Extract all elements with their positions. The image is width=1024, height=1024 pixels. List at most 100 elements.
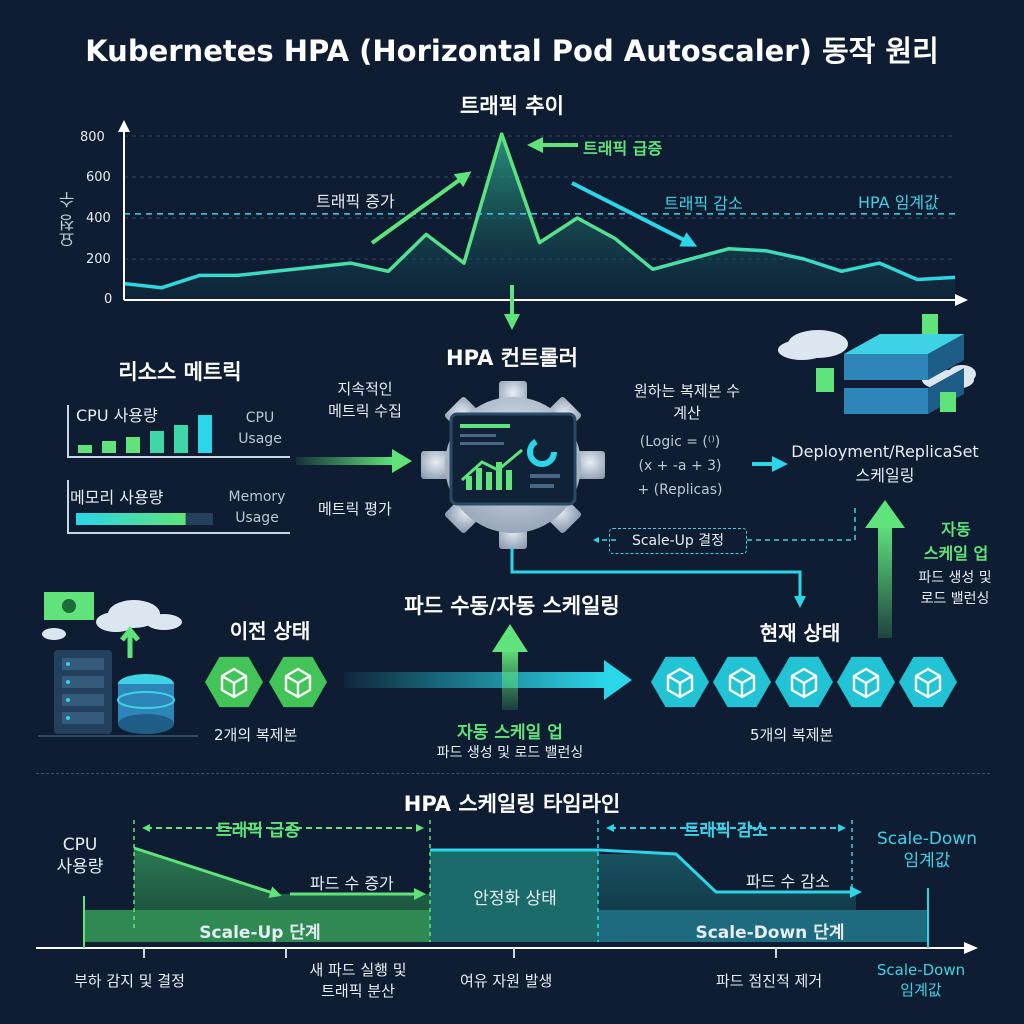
before-pods	[204, 652, 332, 716]
evaluate-label: 메트릭 평가	[318, 500, 392, 518]
milestone-threshold-1: Scale-Down	[876, 961, 966, 979]
cpu-en-2: Usage	[238, 431, 282, 447]
cpu-en-1: CPU	[245, 410, 275, 426]
tick-200: 200	[86, 252, 111, 267]
pods-transition-arrows	[344, 624, 632, 710]
deployment-auto-2: 스케일 업	[923, 544, 989, 563]
pod-increase-label: 파드 수 증가	[310, 874, 394, 893]
formula-1: (Logic = (⁽⁾)	[639, 434, 721, 450]
milestone-new-pods-1: 새 파드 실행 및	[309, 961, 407, 979]
metrics-panel	[67, 405, 290, 534]
cpu-bar	[126, 437, 140, 453]
controller-connectors	[510, 456, 856, 608]
memory-usage-label: 메모리 사용량	[70, 488, 164, 507]
auto-scale-up-arrow	[865, 500, 905, 638]
deployment-sub-2: 로드 밸런싱	[920, 591, 990, 607]
mem-en-1: Memory	[228, 489, 286, 505]
pod-icon	[775, 656, 833, 708]
traffic-grid	[124, 135, 955, 260]
scale-up-phase: Scale-Up 단계	[199, 923, 321, 943]
deployment-illustration	[778, 314, 976, 414]
stable-label: 안정화 상태	[473, 889, 557, 909]
deployment-label-1: Deployment/ReplicaSet	[791, 442, 979, 461]
after-caption: 5개의 복제본	[750, 726, 834, 744]
pod-icon	[205, 656, 263, 708]
decrease-arrow	[571, 181, 698, 247]
after-pods	[650, 652, 960, 716]
threshold-label: HPA 임계값	[858, 193, 939, 212]
formula: (Logic = (⁽⁾) (x + -a + 3) + (Replicas)	[610, 430, 750, 502]
decrease-label: 트래픽 감소	[664, 194, 743, 213]
timeline-threshold-1: Scale-Down	[876, 829, 978, 849]
mem-en-2: Usage	[235, 510, 279, 526]
after-title: 현재 상태	[759, 621, 841, 645]
pod-icon	[269, 656, 327, 708]
cpu-usage-label: CPU 사용량	[76, 406, 158, 425]
formula-3: + (Replicas)	[637, 482, 723, 498]
pod-icon	[713, 656, 771, 708]
pod-icon	[651, 656, 709, 708]
desired-2: 계산	[673, 404, 701, 422]
timeline-spike-label: 트래픽 급증	[215, 821, 301, 841]
cpu-bar	[102, 441, 116, 453]
memory-usage-en: Memory Usage	[222, 487, 292, 529]
tick-600: 600	[86, 170, 111, 185]
traffic-area	[124, 134, 955, 300]
deployment-auto-1: 자동	[941, 520, 971, 539]
deployment-sub-1: 파드 생성 및	[918, 570, 992, 586]
deployment-label: Deployment/ReplicaSet 스케일링	[770, 440, 1000, 488]
metrics-title: 리소스 메트릭	[118, 360, 242, 384]
deployment-label-2: 스케일링	[855, 466, 915, 485]
collect-label: 지속적인 메트릭 수집	[300, 378, 430, 422]
traffic-chart-title: 트래픽 추이	[460, 94, 564, 118]
timeline-cpu-2: 사용량	[56, 857, 104, 877]
cpu-bar	[198, 415, 212, 453]
tick-800: 800	[80, 130, 105, 145]
milestone-remove: 파드 점진적 제거	[716, 972, 823, 990]
spike-label: 트래픽 급증	[583, 139, 663, 158]
milestone-new-pods-2: 트래픽 분산	[321, 982, 395, 1000]
milestone-threshold-2: 임계값	[900, 981, 942, 999]
collect-1: 지속적인	[337, 380, 393, 398]
timeline-cpu-1: CPU	[62, 835, 98, 855]
pods-auto-sub: 파드 생성 및 로드 밸런싱	[436, 745, 584, 761]
timeline-chart	[36, 820, 978, 958]
pods-section-title: 파드 수동/자동 스케일링	[404, 594, 620, 618]
before-caption: 2개의 복제본	[214, 726, 298, 744]
before-title: 이전 상태	[229, 619, 311, 643]
milestone-threshold: Scale-Down 임계값	[866, 960, 976, 1000]
memory-bar-fill	[76, 513, 186, 525]
increase-label: 트래픽 증가	[316, 192, 395, 211]
milestone-detect: 부하 감지 및 결정	[74, 972, 185, 990]
pods-auto-label: 자동 스케일 업	[457, 723, 563, 743]
server-illustration	[38, 592, 198, 737]
traffic-line	[123, 132, 956, 290]
pod-icon	[899, 656, 957, 708]
pod-icon	[837, 656, 895, 708]
x-axis-arrow	[955, 294, 968, 306]
cpu-bar	[78, 445, 92, 453]
timeline-title: HPA 스케일링 타임라인	[403, 792, 621, 816]
traffic-y-label: 요청 수	[59, 191, 79, 249]
controller-title: HPA 컨트롤러	[446, 346, 578, 370]
metrics-arrow	[296, 449, 412, 473]
increase-arrow	[370, 171, 472, 245]
y-axis-arrow	[118, 120, 130, 132]
desired-1: 원하는 복제본 수	[633, 382, 741, 400]
cpu-bar	[174, 425, 188, 453]
timeline-cpu-label: CPU 사용량	[40, 834, 120, 878]
formula-2: (x + -a + 3)	[638, 458, 722, 474]
desired-label: 원하는 복제본 수 계산	[612, 380, 762, 424]
section-divider	[36, 773, 990, 774]
cpu-bar	[150, 431, 164, 453]
scale-up-decision: Scale-Up 결정	[609, 528, 747, 554]
pod-decrease-label: 파드 수 감소	[746, 872, 830, 891]
milestone-new-pods: 새 파드 실행 및 트래픽 분산	[290, 960, 426, 1002]
cpu-usage-en: CPU Usage	[232, 408, 288, 450]
page-title: Kubernetes HPA (Horizontal Pod Autoscale…	[85, 34, 939, 68]
collect-2: 메트릭 수집	[328, 402, 402, 420]
timeline-scale-down-threshold: Scale-Down 임계값	[862, 828, 992, 872]
deployment-auto-sub: 파드 생성 및 로드 밸런싱	[900, 568, 1010, 610]
tick-400: 400	[86, 211, 111, 226]
tick-0: 0	[104, 292, 113, 307]
